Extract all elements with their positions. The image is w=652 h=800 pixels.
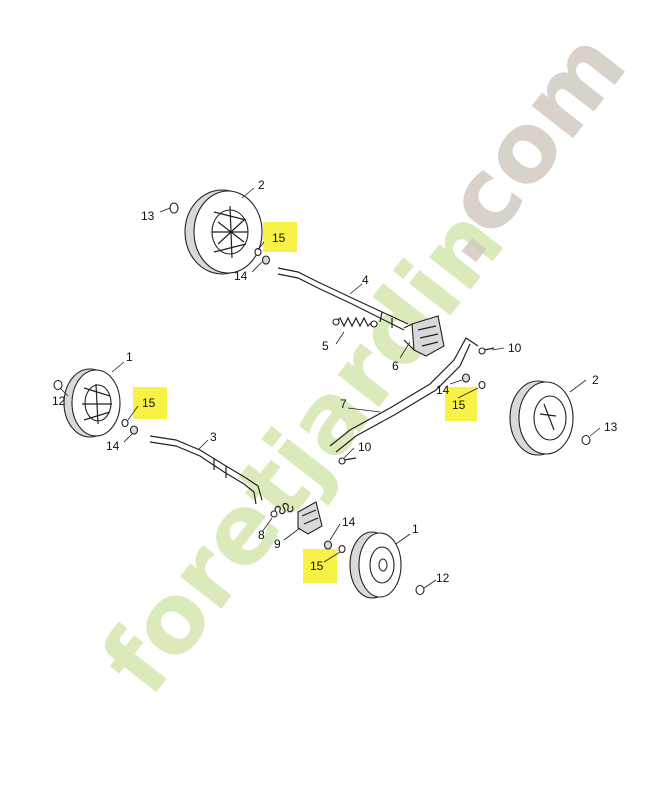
callout-nut-rear-left: 14 bbox=[234, 269, 248, 283]
bracket-rear[interactable] bbox=[403, 315, 445, 357]
callout-rod-link: 7 bbox=[340, 397, 347, 411]
cap-rear-left[interactable] bbox=[169, 202, 179, 214]
callout-washer-front-right: 15 bbox=[310, 559, 324, 573]
bracket-front[interactable] bbox=[297, 501, 323, 535]
callout-cap-front-left: 12 bbox=[52, 394, 66, 408]
washer-rear-right[interactable] bbox=[478, 380, 486, 390]
cap-rear-right[interactable] bbox=[581, 434, 591, 446]
cap-front-left[interactable] bbox=[53, 379, 63, 391]
callout-wheel-front-left: 1 bbox=[126, 350, 133, 364]
callout-bolt-right-top: 10 bbox=[508, 341, 522, 355]
callout-axle-front: 3 bbox=[210, 430, 217, 444]
wheel-front-left[interactable] bbox=[63, 368, 121, 438]
callout-nut-front-left: 14 bbox=[106, 439, 120, 453]
bolt-center[interactable] bbox=[338, 457, 357, 465]
bolt-right-top[interactable] bbox=[478, 347, 495, 355]
spring-front[interactable] bbox=[270, 502, 294, 518]
highlight-box-15-bottom bbox=[303, 549, 337, 583]
callout-wheel-rear-right: 2 bbox=[592, 373, 599, 387]
callout-bolt-center: 10 bbox=[358, 440, 372, 454]
nut-front-left[interactable] bbox=[129, 425, 139, 435]
spring-rear[interactable] bbox=[332, 316, 378, 328]
watermark-brand-com: .com bbox=[400, 11, 648, 284]
watermark: foretjardin .com bbox=[80, 11, 648, 714]
nut-rear-right[interactable] bbox=[461, 373, 471, 383]
wheel-rear-left[interactable] bbox=[184, 189, 263, 275]
cap-front-right[interactable] bbox=[415, 584, 425, 596]
highlight-box-15-right bbox=[445, 387, 477, 421]
watermark-brand-main: foretjardin bbox=[80, 187, 526, 714]
leader-lines bbox=[59, 187, 601, 589]
callout-washer-rear-left: 15 bbox=[272, 231, 286, 245]
callout-bracket-rear: 6 bbox=[392, 359, 399, 373]
callout-spring-front: 8 bbox=[258, 528, 265, 542]
callout-cap-front-right: 12 bbox=[436, 571, 450, 585]
nut-rear-left[interactable] bbox=[261, 255, 271, 265]
axle-rear[interactable] bbox=[277, 267, 409, 331]
washer-front-right[interactable] bbox=[338, 544, 346, 554]
axle-front[interactable] bbox=[149, 435, 263, 505]
callout-spring-rear: 5 bbox=[322, 339, 329, 353]
wheel-front-right[interactable] bbox=[349, 531, 402, 599]
callout-axle-rear: 4 bbox=[362, 273, 369, 287]
callout-nut-rear-right: 14 bbox=[436, 383, 450, 397]
callout-bracket-front: 9 bbox=[274, 537, 281, 551]
highlight-box-15-left bbox=[133, 387, 167, 419]
callout-wheel-rear-left: 2 bbox=[258, 178, 265, 192]
callout-cap-rear-left: 13 bbox=[141, 209, 155, 223]
washer-front-left[interactable] bbox=[121, 418, 129, 428]
washer-rear-left[interactable] bbox=[254, 247, 262, 257]
callout-nut-front-right: 14 bbox=[342, 515, 356, 529]
rod-link[interactable] bbox=[329, 337, 479, 453]
callout-washer-rear-right: 15 bbox=[452, 398, 466, 412]
nut-front-right[interactable] bbox=[323, 540, 333, 550]
callout-washer-front-left: 15 bbox=[142, 396, 156, 410]
callout-wheel-front-right: 1 bbox=[412, 522, 419, 536]
wheel-rear-right[interactable] bbox=[509, 380, 574, 456]
highlight-box-15-top bbox=[263, 222, 297, 252]
callout-cap-rear-right: 13 bbox=[604, 420, 618, 434]
